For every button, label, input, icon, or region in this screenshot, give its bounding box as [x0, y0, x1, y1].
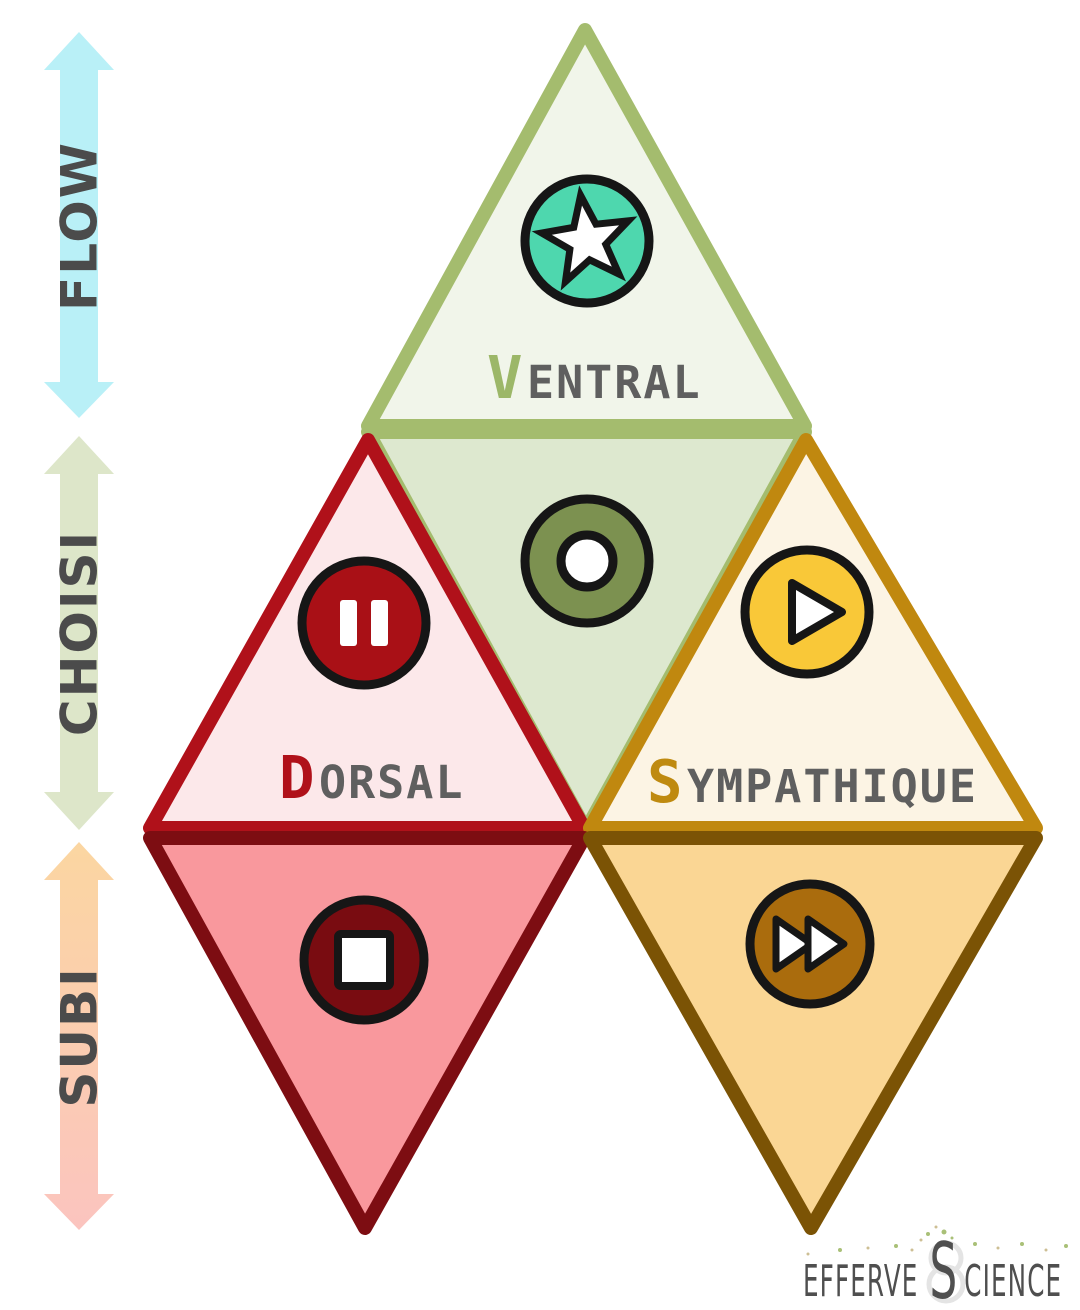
sympathique-lower-triangle [583, 831, 1043, 1235]
dorsal-lower-triangle [143, 831, 591, 1235]
sympathique-label-initial: S [647, 747, 685, 816]
icons [297, 174, 875, 1025]
logo-bubble-outline-top [928, 1240, 964, 1276]
fast-forward-icon [745, 879, 875, 1009]
stop-icon [299, 895, 429, 1025]
axis-arrows: FLOW CHOISI SUBI [44, 32, 114, 1230]
pause-icon-badge [297, 556, 431, 690]
sympathique-label-rest: YMPATHIQUE [687, 760, 978, 813]
flow-axis-label: FLOW [51, 141, 109, 311]
logo-bubbles [806, 1225, 1068, 1256]
pause-bar-left [340, 600, 357, 646]
logo-prefix: EFFERVE [803, 1257, 918, 1308]
star-shape [531, 185, 638, 291]
logo-bubble-outline-bottom [926, 1264, 966, 1304]
stop-square-shape [334, 930, 394, 990]
fast-forward-triangle-back [772, 915, 816, 973]
choisi-axis-arrow [44, 436, 114, 830]
logo-accent-letter: S [930, 1225, 959, 1310]
fast-forward-triangle-front [804, 915, 848, 973]
record-icon [520, 494, 654, 628]
dorsal-label-rest: ORSAL [319, 756, 464, 809]
pause-bar-right [371, 600, 388, 646]
star-icon [520, 174, 654, 308]
ventral-label-rest: ENTRAL [527, 356, 702, 409]
dorsal-label-initial: D [279, 743, 317, 812]
triangle-labels: V ENTRAL D ORSAL S YMPATHIQUE [279, 343, 978, 816]
logo-suffix: CIENCE [964, 1257, 1062, 1308]
record-dot-shape [556, 530, 618, 592]
flow-axis-arrow [44, 32, 114, 418]
logo: EFFERVE S CIENCE [803, 1225, 1068, 1310]
subi-axis-label: SUBI [51, 966, 109, 1107]
pause-icon [297, 556, 431, 690]
play-icon [740, 545, 874, 679]
play-triangle-shape [788, 579, 846, 645]
choisi-axis-label: CHOISI [51, 530, 109, 736]
ventral-label-initial: V [487, 343, 525, 412]
subi-axis-arrow [44, 842, 114, 1230]
